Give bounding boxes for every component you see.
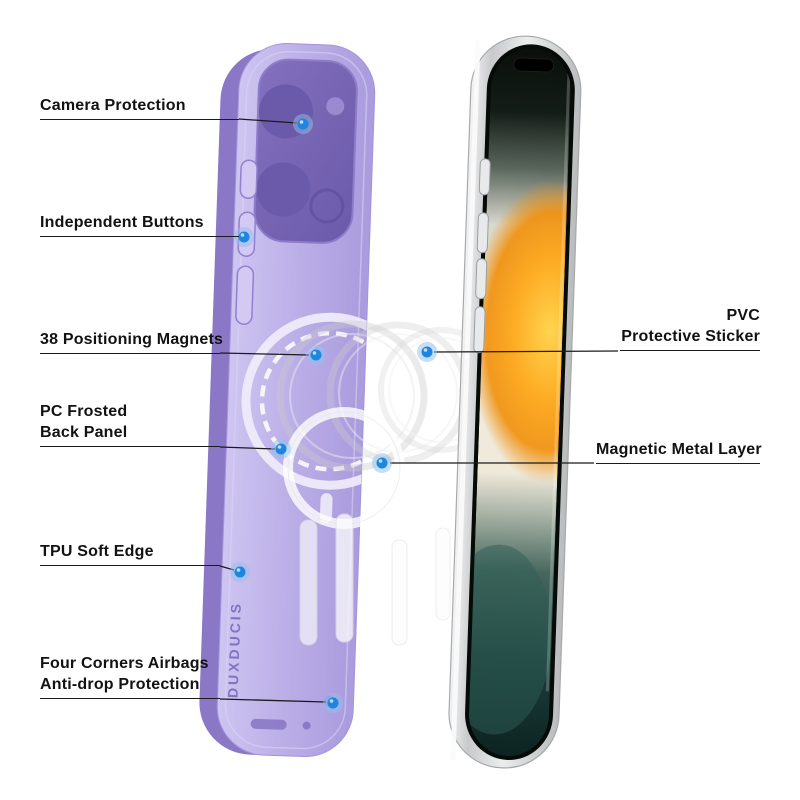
iphone-side-buttons [473, 158, 491, 354]
leader-pvc-sticker [433, 350, 619, 353]
leader-camera-protection [238, 118, 298, 124]
callout-independent-buttons: Independent Buttons [40, 212, 239, 237]
callout-pvc-protective-sticker: PVC Protective Sticker [620, 305, 760, 351]
callout-four-corners-airbags: Four Corners Airbags Anti-drop Protectio… [40, 653, 220, 699]
callout-dot-back-panel [271, 439, 291, 459]
callout-label: TPU Soft Edge [40, 543, 154, 560]
leader-positioning-magnets [219, 352, 310, 356]
callout-label: Four Corners Airbags [40, 655, 209, 672]
frame-edge-highlight [450, 40, 481, 761]
callout-label: Magnetic Metal Layer [596, 441, 762, 458]
callout-label: Independent Buttons [40, 214, 204, 231]
callout-dot-pvc-sticker [417, 342, 437, 362]
speaker-slot [250, 718, 287, 730]
iphone [448, 35, 582, 769]
callout-dots [230, 114, 437, 713]
callout-label: Anti-drop Protection [40, 676, 200, 693]
camera-lens [256, 162, 311, 217]
callout-label: PVC [726, 307, 760, 324]
callout-camera-protection: Camera Protection [40, 95, 239, 120]
callout-label: 38 Positioning Magnets [40, 331, 224, 348]
phone-case-back: DUXDUCIS [199, 43, 377, 758]
callout-dot-buttons [234, 227, 254, 247]
case-inner-lip [224, 50, 368, 750]
callout-dot-tpu-edge [230, 562, 250, 582]
camera-cutout [253, 58, 358, 244]
callout-label: Protective Sticker [621, 328, 760, 345]
callout-label: PC Frosted [40, 403, 128, 420]
callout-dot-airbags [323, 693, 343, 713]
dynamic-island [513, 57, 555, 73]
iphone-wallpaper [467, 47, 573, 758]
leader-pc-frosted [219, 446, 276, 450]
callout-label: Back Panel [40, 424, 128, 441]
callout-dot-camera [293, 114, 313, 134]
callout-magnetic-metal-layer: Magnetic Metal Layer [596, 439, 762, 464]
mic-hole [302, 721, 311, 730]
callout-label: Camera Protection [40, 97, 186, 114]
callout-tpu-soft-edge: TPU Soft Edge [40, 541, 220, 566]
camera-flash [326, 97, 345, 116]
callout-positioning-magnets: 38 Positioning Magnets [40, 329, 224, 354]
case-brand-text: DUXDUCIS [225, 601, 244, 699]
callout-dot-magnetic-layer [372, 453, 392, 473]
callout-pc-frosted-back-panel: PC Frosted Back Panel [40, 401, 220, 447]
pvc-sticker-film [283, 407, 451, 646]
callout-dot-magnets [306, 345, 326, 365]
leader-four-corners [219, 698, 327, 703]
